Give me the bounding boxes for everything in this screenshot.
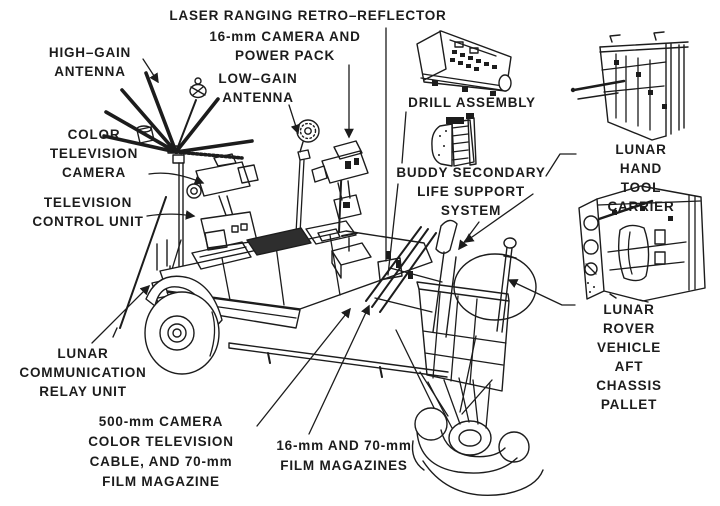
seat-assembly-drawing xyxy=(365,219,458,338)
leader-aft-chassis-pallet xyxy=(507,279,576,306)
camera-16mm-drawing xyxy=(311,140,369,281)
label-16mm-and-70mm-film-magazines: 16-mm AND 70-mm FILM MAGAZINES xyxy=(276,438,412,473)
laser-reflector-drawing xyxy=(416,30,512,96)
leader-lines xyxy=(91,27,577,435)
center-console-drawing xyxy=(331,232,372,279)
leader-drill-assembly xyxy=(387,111,407,276)
rover-drawing xyxy=(102,71,544,496)
label-500mm-camera-tv-cable-70mm-magazine: 500-mm CAMERA COLOR TELEVISION CABLE, AN… xyxy=(88,414,234,489)
label-laser-ranging-retro-reflector: LASER RANGING RETRO–REFLECTOR xyxy=(169,8,447,23)
label-color-television-camera: COLOR TELEVISION CAMERA xyxy=(49,127,139,180)
label-16mm-camera-power-pack: 16-mm CAMERA AND POWER PACK xyxy=(209,29,361,63)
rear-wheel-fender-drawing xyxy=(411,377,544,496)
label-low-gain-antenna: LOW–GAIN ANTENNA xyxy=(218,71,298,105)
front-left-wheel-drawing xyxy=(144,275,223,375)
hand-tool-carrier-drawing xyxy=(570,31,689,141)
label-lunar-hand-tool-carrier: LUNAR HAND TOOL CARRIER xyxy=(607,142,675,214)
leader-500mm-camera xyxy=(256,307,351,427)
aft-chassis-pallet-drawing xyxy=(578,185,706,303)
leader-color-tv-camera xyxy=(148,172,205,185)
high-gain-antenna-drawing xyxy=(102,71,254,164)
label-lunar-communication-relay-unit: LUNAR COMMUNICATION RELAY UNIT xyxy=(19,346,147,399)
leader-lcru xyxy=(91,284,151,344)
leader-film-magazines xyxy=(308,304,370,435)
aft-rack-drawing xyxy=(416,281,510,392)
leader-high-gain-antenna xyxy=(142,58,159,84)
bslss-pack-drawing xyxy=(431,113,477,167)
label-lunar-rover-vehicle-aft-chassis-pallet: LUNAR ROVER VEHICLE AFT CHASSIS PALLET xyxy=(596,302,662,412)
label-buddy-secondary-life-support-system: BUDDY SECONDARY LIFE SUPPORT SYSTEM xyxy=(396,165,546,218)
leader-hand-tool-carrier xyxy=(545,153,577,177)
leader-bslss-upper xyxy=(463,193,534,243)
leader-low-gain-antenna xyxy=(288,104,301,135)
label-television-control-unit: TELEVISION CONTROL UNIT xyxy=(32,195,144,229)
leader-bslss-lower xyxy=(458,221,480,251)
chassis-deck-drawing xyxy=(156,220,493,417)
label-drill-assembly: DRILL ASSEMBLY xyxy=(408,95,536,110)
leader-tv-control-unit xyxy=(146,210,196,220)
label-high-gain-antenna: HIGH–GAIN ANTENNA xyxy=(48,45,132,79)
aft-staff-drawing xyxy=(496,237,517,333)
